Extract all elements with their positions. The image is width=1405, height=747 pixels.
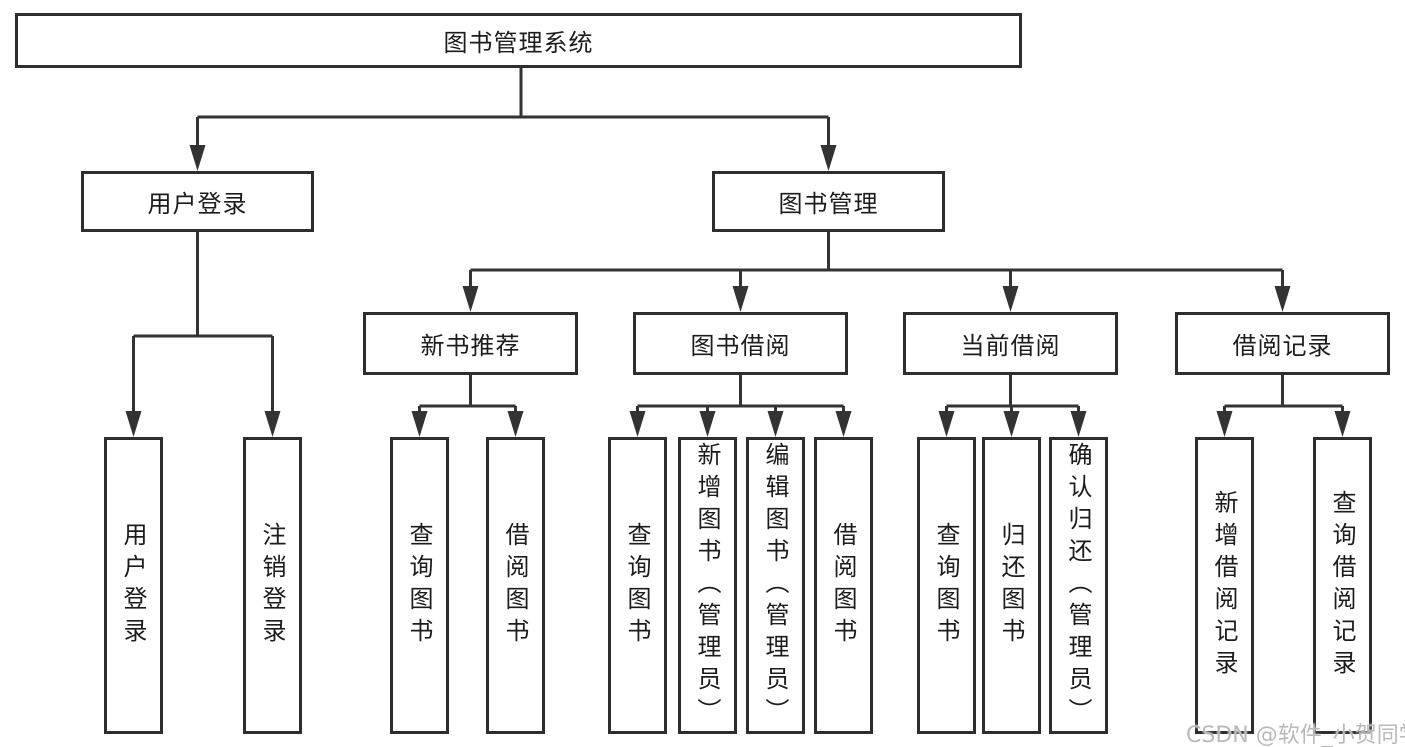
leaf-current-return-books: 归还图书 — [982, 437, 1041, 734]
node-root-label: 图书管理系统 — [443, 29, 594, 57]
leaf-records-add-record-label: 新增借阅记录 — [1210, 489, 1238, 682]
leaf-records-query-record-label: 查询借阅记录 — [1328, 489, 1356, 682]
node-user-login-label: 用户登录 — [147, 190, 248, 218]
node-book-borrow-label: 图书借阅 — [690, 332, 791, 360]
leaf-records-add-record: 新增借阅记录 — [1195, 437, 1254, 734]
leaf-borrow-edit-books-admin-label: 编辑图书（管理员） — [761, 441, 789, 730]
node-root: 图书管理系统 — [15, 13, 1022, 68]
node-book-manage-label: 图书管理 — [778, 190, 879, 218]
node-new-book-recommend-label: 新书推荐 — [420, 332, 521, 360]
leaf-recommend-borrow-books-label: 借阅图书 — [501, 521, 529, 650]
leaf-current-return-books-label: 归还图书 — [997, 521, 1025, 650]
node-book-borrow: 图书借阅 — [633, 312, 848, 375]
node-borrow-records-label: 借阅记录 — [1232, 332, 1333, 360]
leaf-current-query-books: 查询图书 — [917, 437, 976, 734]
leaf-current-query-books-label: 查询图书 — [932, 521, 960, 650]
leaf-recommend-query-books: 查询图书 — [390, 437, 449, 734]
leaf-borrow-add-books-admin-label: 新增图书（管理员） — [693, 441, 721, 730]
leaf-current-confirm-return-admin-label: 确认归还（管理员） — [1064, 441, 1092, 730]
leaf-records-query-record: 查询借阅记录 — [1313, 437, 1372, 734]
leaf-borrow-query-books-label: 查询图书 — [623, 521, 651, 650]
leaf-borrow-add-books-admin: 新增图书（管理员） — [678, 437, 737, 734]
csdn-watermark: CSDN @软件_小贺同学 — [1186, 723, 1405, 747]
leaf-user-login: 用户登录 — [104, 437, 163, 734]
leaf-borrow-edit-books-admin: 编辑图书（管理员） — [746, 437, 805, 734]
leaf-borrow-borrow-books-label: 借阅图书 — [829, 521, 857, 650]
node-book-manage: 图书管理 — [712, 171, 945, 232]
leaf-borrow-query-books: 查询图书 — [608, 437, 667, 734]
leaf-logout: 注销登录 — [243, 437, 302, 734]
node-borrow-records: 借阅记录 — [1175, 312, 1390, 375]
leaf-borrow-borrow-books: 借阅图书 — [814, 437, 873, 734]
leaf-logout-label: 注销登录 — [258, 521, 286, 650]
node-current-borrow-label: 当前借阅 — [960, 332, 1061, 360]
node-user-login: 用户登录 — [81, 171, 314, 232]
leaf-user-login-label: 用户登录 — [119, 521, 147, 650]
leaf-current-confirm-return-admin: 确认归还（管理员） — [1049, 437, 1108, 734]
node-current-borrow: 当前借阅 — [903, 312, 1118, 375]
leaf-recommend-borrow-books: 借阅图书 — [486, 437, 545, 734]
node-new-book-recommend: 新书推荐 — [363, 312, 578, 375]
leaf-recommend-query-books-label: 查询图书 — [405, 521, 433, 650]
